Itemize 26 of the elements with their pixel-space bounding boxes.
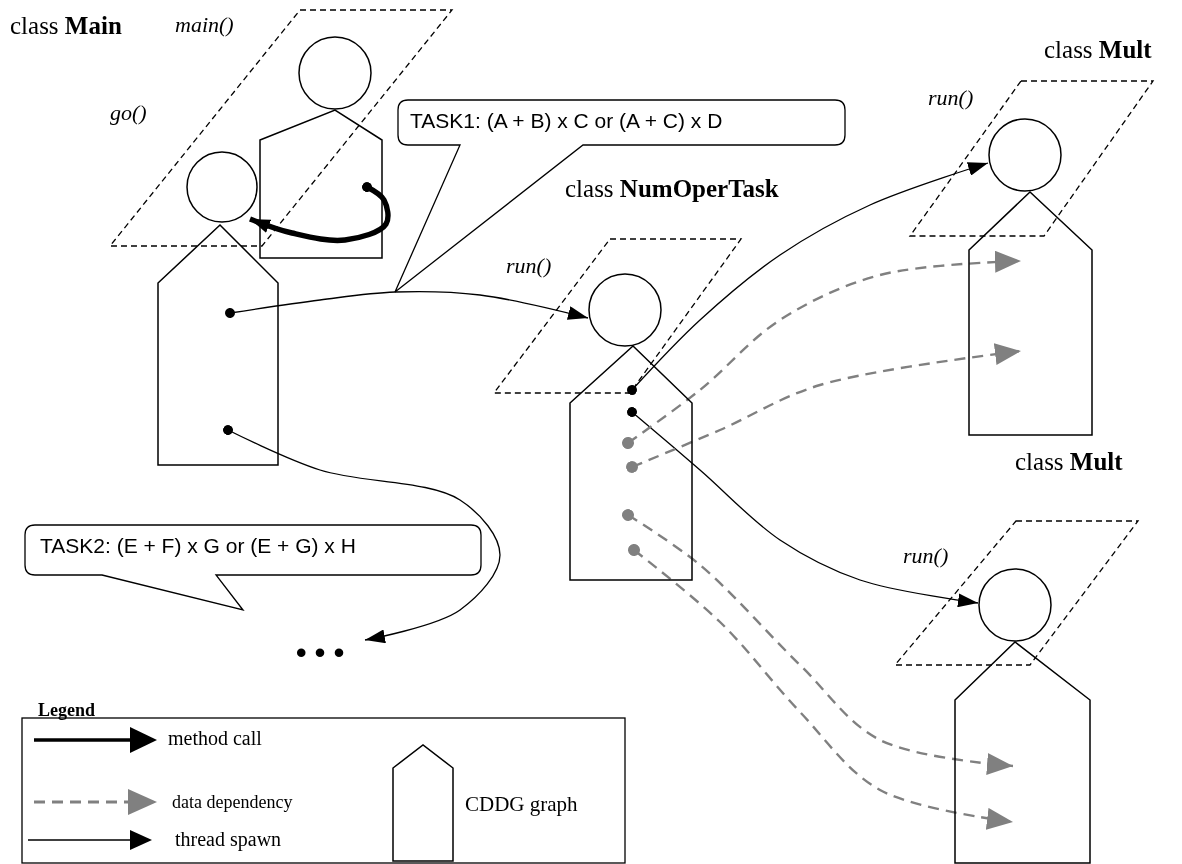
class-title: class Main (10, 12, 122, 41)
arrow (223, 425, 501, 644)
method-name: run() (928, 85, 974, 111)
arrow (225, 290, 589, 320)
method-name: go() (110, 100, 147, 126)
arrow (627, 162, 989, 395)
dashed-arrow (628, 544, 1014, 830)
dashed-arrow (622, 509, 1014, 775)
callout-text: TASK2: (E + F) x G or (E + G) x H (40, 534, 356, 559)
legend-text: thread spawn (175, 828, 282, 851)
arrow (249, 182, 391, 244)
callout-text: TASK1: (A + B) x C or (A + C) x D (410, 109, 723, 134)
legend-text: CDDG graph (465, 792, 578, 817)
dashed-arrow (626, 343, 1022, 473)
dashed-arrow (622, 250, 1022, 449)
class-title: class NumOperTask (565, 175, 779, 204)
method-name: main() (175, 12, 234, 38)
class-title: class Mult (1015, 448, 1123, 477)
method-name: run() (506, 253, 552, 279)
legend-text: data dependency (172, 792, 293, 813)
ellipsis: • • • (296, 636, 345, 671)
legend-text: method call (168, 727, 262, 750)
arrow (627, 407, 979, 608)
class-title: class Mult (1044, 36, 1152, 65)
method-name: run() (903, 543, 949, 569)
legend-title: Legend (38, 700, 95, 721)
